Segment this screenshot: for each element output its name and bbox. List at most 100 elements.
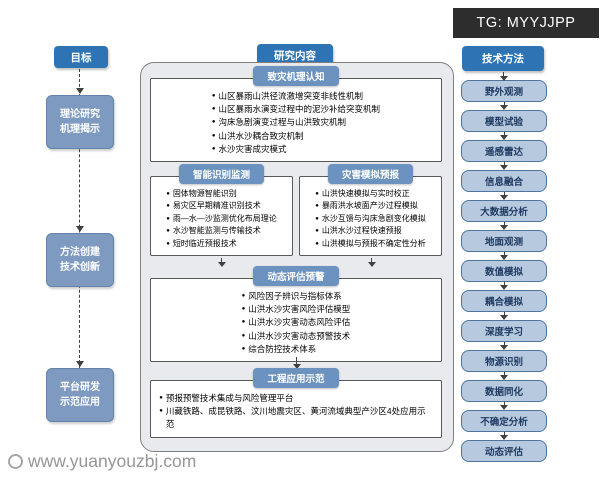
tech-method-label: 深度学习: [484, 327, 523, 338]
section-body: 山区暴雨山洪径流激增突变非线性机制山区暴雨水演变过程中的泥沙补给突变机制沟床急剧…: [150, 78, 442, 162]
goal-box-theory: 理论研究 机理揭示: [46, 95, 114, 149]
bullet-item: 山洪水沙耦合致灾机制: [212, 130, 380, 143]
tech-method-wrapper: 耦合模拟: [461, 282, 547, 312]
tech-method-label: 遥感雷达: [484, 147, 523, 158]
tech-method-box: 模型试验: [461, 110, 547, 132]
bullet-list: 预报预警技术集成与风险管理平台川藏铁路、成昆铁路、汶川地震灾区、黄河流域典型产沙…: [159, 392, 433, 432]
down-arrowhead: [500, 135, 508, 140]
bullet-item: 川藏铁路、成昆铁路、汶川地震灾区、黄河流域典型产沙区4处应用示范: [159, 405, 433, 431]
tech-method-box: 耦合模拟: [461, 290, 547, 312]
goal-box-line: 机理揭示: [60, 124, 100, 135]
bullet-item: 沟床急剧演变过程与山洪致灾机制: [212, 116, 380, 129]
section-title: 灾害模拟预报: [327, 164, 413, 184]
goal-box-line: 平台研发: [60, 381, 100, 393]
down-arrowhead: [500, 255, 508, 260]
bullet-item: 水沙灾害成灾模式: [212, 143, 380, 156]
tech-method-box: 深度学习: [461, 320, 547, 342]
down-arrow: [217, 258, 226, 267]
down-arrowhead: [500, 285, 508, 290]
bullet-list: 固体物源智能识别易灾区早期精准识别技术雨—水—沙监测优化布局理论水沙智能监测与传…: [166, 188, 277, 250]
down-arrowhead: [500, 435, 508, 440]
tech-method-wrapper: 野外观测: [461, 80, 547, 102]
down-arrow-connector: [500, 162, 508, 170]
bullet-list: 风险因子辨识与指标体系山洪水沙灾害风险评估模型山洪水沙灾害动态风险评估山洪水沙灾…: [242, 290, 351, 356]
down-arrowhead: [76, 361, 84, 367]
down-arrowhead: [500, 375, 508, 380]
research-content-header-box: 研究内容: [257, 44, 333, 66]
down-arrow-connector: [500, 402, 508, 410]
bullet-item: 山洪水沙灾害动态风险评估: [242, 316, 350, 329]
bullet-list: 山区暴雨山洪径流激增突变非线性机制山区暴雨水演变过程中的泥沙补给突变机制沟床急剧…: [212, 90, 381, 156]
bullet-item: 山洪快速模拟与实时校正: [315, 188, 426, 200]
section-body: 风险因子辨识与指标体系山洪水沙灾害风险评估模型山洪水沙灾害动态风险评估山洪水沙灾…: [150, 278, 442, 362]
down-arrow-connector: [500, 432, 508, 440]
bullet-item: 山区暴雨水演变过程中的泥沙补给突变机制: [212, 103, 381, 116]
section-title: 动态评估预警: [253, 266, 339, 286]
tech-method-wrapper: 大数据分析: [461, 192, 547, 222]
tech-method-label: 耦合模拟: [484, 297, 523, 308]
section-body: 预报预警技术集成与风险管理平台川藏铁路、成昆铁路、汶川地震灾区、黄河流域典型产沙…: [150, 380, 442, 438]
down-arrow-connector: [500, 342, 508, 350]
section-disaster-mechanism: 致灾机理认知 山区暴雨山洪径流激增突变非线性机制山区暴雨水演变过程中的泥沙补给突…: [150, 66, 442, 162]
down-arrow: [499, 72, 508, 81]
tech-method-label: 大数据分析: [480, 207, 528, 218]
bullet-item: 雨—水—沙监测优化布局理论: [166, 213, 277, 225]
tech-method-box: 不确定分析: [461, 410, 547, 432]
down-arrowhead: [500, 105, 508, 110]
down-arrow-connector: [500, 252, 508, 260]
down-arrow-connector: [500, 312, 508, 320]
tech-method-wrapper: 遥感雷达: [461, 132, 547, 162]
down-arrow: [292, 357, 301, 369]
tech-method-wrapper: 深度学习: [461, 312, 547, 342]
tech-method-box: 物源识别: [461, 350, 547, 372]
section-title: 致灾机理认知: [253, 66, 339, 86]
tech-method-box: 大数据分析: [461, 200, 547, 222]
tech-method-box: 数据同化: [461, 380, 547, 402]
arrow-stem: [503, 432, 505, 435]
tech-method-box: 数值模拟: [461, 260, 547, 282]
tg-watermark: TG: MYYJJPP: [453, 8, 599, 38]
tech-method-box: 动态评估: [461, 440, 547, 462]
bullet-item: 风险因子辨识与指标体系: [242, 290, 351, 303]
bullet-list: 山洪快速模拟与实时校正暴雨洪水坡面产沙过程模拟水沙互馈与沟床急剧变化模拟山洪水沙…: [315, 188, 426, 250]
goal-header-box: 目标: [54, 46, 108, 68]
goal-box-method: 方法创建 技术创新: [46, 233, 114, 287]
tech-method-wrapper: 数值模拟: [461, 252, 547, 282]
down-arrowhead: [76, 226, 84, 232]
bullet-item: 水沙互馈与沟床急剧变化模拟: [315, 213, 426, 225]
section-title: 工程应用示范: [253, 368, 339, 388]
bullet-item: 山洪水沙灾害风险评估模型: [242, 303, 350, 316]
section-title: 智能识别监测: [178, 164, 264, 184]
arrow-stem: [503, 342, 505, 345]
down-arrow-connector: [500, 222, 508, 230]
section-body: 固体物源智能识别易灾区早期精准识别技术雨—水—沙监测优化布局理论水沙智能监测与传…: [150, 176, 293, 256]
tech-method-box: 野外观测: [461, 80, 547, 102]
tech-method-label: 野外观测: [484, 87, 523, 98]
tech-method-label: 数据同化: [484, 387, 523, 398]
down-arrowhead: [500, 195, 508, 200]
tech-method-wrapper: 不确定分析: [461, 402, 547, 432]
tech-method-label: 不确定分析: [480, 417, 528, 428]
tech-method-label: 动态评估: [484, 447, 523, 458]
bullet-item: 山洪水沙灾害动态预警技术: [242, 330, 350, 343]
tech-method-wrapper: 地面观测: [461, 222, 547, 252]
tech-method-wrapper: 物源识别: [461, 342, 547, 372]
bullet-item: 暴雨洪水坡面产沙过程模拟: [315, 200, 426, 212]
arrow-stem: [503, 132, 505, 135]
arrow-stem: [503, 372, 505, 375]
tech-method-wrapper: 动态评估: [461, 432, 547, 462]
down-arrowhead: [500, 225, 508, 230]
tech-method-label: 模型试验: [484, 117, 523, 128]
tech-method-wrapper: 模型试验: [461, 102, 547, 132]
watermark-logo-icon: [8, 454, 23, 469]
tech-method-box: 信息融合: [461, 170, 547, 192]
tech-method-label: 物源识别: [484, 357, 523, 368]
arrow-stem: [503, 282, 505, 285]
goal-box-platform: 平台研发 示范应用: [46, 368, 114, 422]
goal-box-line: 方法创建: [60, 246, 100, 258]
tech-method-box: 遥感雷达: [461, 140, 547, 162]
section-dynamic-warning: 动态评估预警 风险因子辨识与指标体系山洪水沙灾害风险评估模型山洪水沙灾害动态风险…: [150, 266, 442, 362]
left-flow-dashed-line: [79, 69, 80, 368]
section-simulation-forecast: 灾害模拟预报 山洪快速模拟与实时校正暴雨洪水坡面产沙过程模拟水沙互馈与沟床急剧变…: [299, 164, 442, 256]
down-arrow: [367, 258, 376, 267]
